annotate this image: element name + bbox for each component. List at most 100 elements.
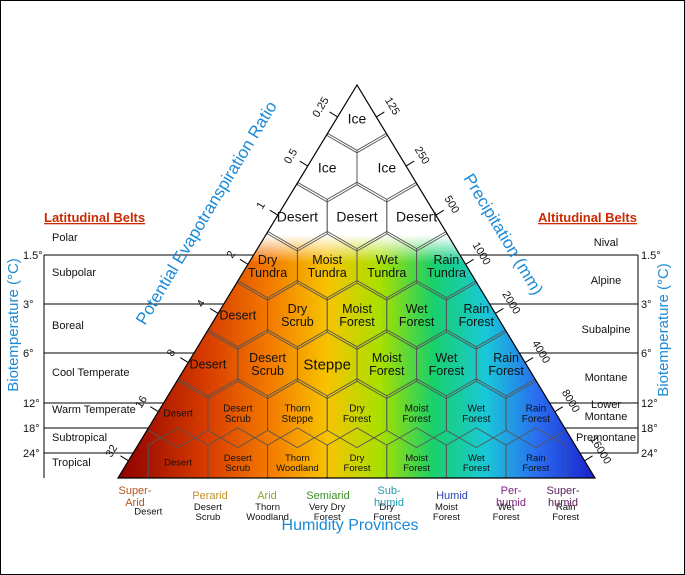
pet-tick: [120, 455, 129, 462]
humidity-provinces-title: Humidity Provinces: [282, 517, 419, 534]
life-zone-label: Steppe: [303, 356, 351, 373]
precip-tick: [524, 357, 534, 363]
life-zone-label: Desert: [336, 209, 377, 225]
temp-mark-right: 3°: [641, 299, 652, 311]
life-zone-hexagon: [505, 427, 567, 478]
life-zone-label: Desert: [277, 209, 318, 225]
pet-tick-label: 1: [255, 200, 268, 211]
altitudinal-belts-title: Altitudinal Belts: [538, 210, 637, 225]
precip-tick: [554, 406, 564, 413]
life-zone-label: Desert: [396, 209, 437, 225]
altitudinal-belt-label: Premontane: [576, 432, 636, 444]
pet-tick: [239, 258, 249, 265]
pet-tick-label: 0.25: [310, 95, 331, 120]
precip-tick: [376, 111, 385, 118]
latitudinal-belt-label: Subpolar: [52, 267, 96, 279]
altitudinal-belt-label: Subalpine: [582, 324, 631, 336]
latitudinal-belt-label: Cool Temperate: [52, 367, 129, 379]
temp-mark-left: 24°: [23, 448, 40, 460]
precip-tick: [465, 258, 474, 265]
biotemperature-right-title: Biotemperature (°C): [655, 263, 672, 397]
precip-tick-label: 4000: [529, 338, 552, 365]
triangle-top-white: [118, 85, 595, 478]
pet-tick: [179, 357, 189, 363]
pet-tick-label: 0.5: [282, 147, 300, 166]
temperature-mark-labels: 1.5°1.5°3°3°6°6°12°12°18°18°24°24°: [23, 250, 661, 460]
life-zone-label: Desert: [134, 507, 162, 518]
pet-tick-label: 16: [133, 394, 150, 411]
precip-tick-label: 125: [382, 95, 402, 117]
humidity-province-label: Semiarid: [306, 490, 349, 502]
temp-mark-left: 18°: [23, 423, 40, 435]
biotemperature-left-title: Biotemperature (°C): [5, 258, 22, 392]
temp-mark-left: 6°: [23, 348, 34, 360]
latitudinal-belt-label: Subtropical: [52, 432, 107, 444]
temp-mark-right: 1.5°: [641, 250, 661, 262]
temp-mark-right: 6°: [641, 348, 652, 360]
pet-tick-label: 8: [165, 347, 178, 358]
humidity-province-label: Arid: [257, 490, 277, 502]
precip-tick: [435, 209, 445, 216]
precip-tick-label: 500: [442, 194, 462, 216]
life-zone-label: Ice: [377, 159, 396, 175]
life-zone-label: Ice: [318, 159, 337, 175]
temp-mark-left: 12°: [23, 398, 40, 410]
pet-tick: [299, 160, 308, 167]
altitudinal-belt-label: Montane: [585, 372, 628, 384]
latitudinal-belts-title: Latitudinal Belts: [44, 210, 145, 225]
temp-mark-right: 24°: [641, 448, 658, 460]
latitudinal-belt-label: Tropical: [52, 457, 91, 469]
pet-tick: [329, 111, 338, 118]
pet-tick-label: 2: [225, 249, 238, 260]
humidity-province-label: Super-humid: [546, 485, 579, 509]
pet-tick-label: 32: [104, 443, 121, 460]
humidity-province-label: Sub-humid: [374, 485, 404, 509]
precip-tick-label: 2000: [499, 289, 522, 316]
humidity-province-label: Super-Arid: [118, 485, 151, 509]
precip-tick: [584, 455, 593, 462]
temp-mark-left: 1.5°: [23, 250, 43, 262]
humidity-province-label: Perarid: [192, 490, 227, 502]
latitudinal-belt-label: Polar: [52, 232, 78, 244]
altitudinal-belt-label: Alpine: [591, 275, 622, 287]
latitudinal-belt-label: Boreal: [52, 320, 84, 332]
precip-tick: [495, 308, 504, 314]
life-zone-label: Desert: [219, 308, 256, 322]
life-zone-label: Desert: [164, 458, 192, 469]
precip-tick-label: 250: [412, 145, 432, 167]
precip-tick-label: 1000: [470, 240, 493, 267]
pet-tick: [150, 406, 159, 413]
